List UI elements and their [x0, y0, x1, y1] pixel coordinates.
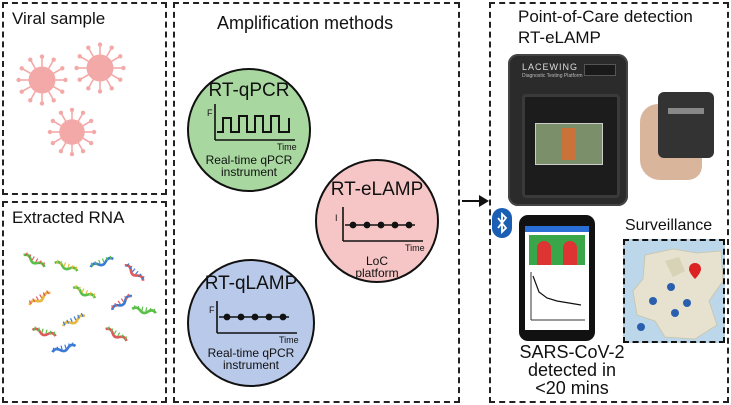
flow-arrow-icon — [462, 195, 489, 207]
rt-qpcr-caption-2: instrument — [220, 165, 278, 179]
map-marker-2 — [667, 283, 675, 291]
result-line-1: SARS-CoV-2 — [519, 342, 625, 362]
viral-sample-title: Viral sample — [12, 9, 106, 28]
rt-qpcr-yaxis-label: F — [207, 108, 213, 118]
point-of-care-subtitle: RT-eLAMP — [518, 28, 601, 47]
rt-elamp-caption-1: LoC — [365, 254, 388, 268]
virus-particles-illustration — [16, 42, 126, 157]
rt-qlamp-caption-2: instrument — [222, 358, 280, 372]
extracted-rna-panel: Extracted RNA — [2, 201, 167, 403]
rt-elamp-plot — [342, 207, 423, 242]
rt-qlamp-yaxis-label: F — [209, 305, 215, 315]
device-window — [522, 94, 620, 198]
rt-qpcr-caption-1: Real-time qPCR — [205, 153, 293, 167]
virus-icon — [16, 54, 68, 106]
rna-strand-icon — [105, 326, 128, 342]
rt-elamp-yaxis-label: I — [335, 213, 338, 223]
map-marker-5 — [637, 323, 645, 331]
rt-elamp-caption-2: platform — [355, 266, 399, 280]
rna-strand-icon — [72, 284, 97, 299]
point-of-care-title: Point-of-Care detection — [518, 7, 693, 26]
rt-qlamp-caption-1: Real-time qPCR — [207, 346, 295, 360]
device-cartridge — [535, 123, 603, 165]
result-line-2: detected in — [527, 360, 617, 380]
qpcr-cycle-signal — [217, 115, 290, 133]
rna-strand-icon — [131, 305, 157, 315]
amplification-methods-panel: Amplification methods RT-qPCR F Time Rea… — [173, 2, 460, 403]
rna-strand-icon — [23, 252, 46, 268]
rna-strand-icon — [124, 263, 145, 281]
device-slot — [584, 64, 616, 76]
rna-strand-icon — [51, 342, 77, 353]
rt-qlamp-plot — [216, 301, 297, 334]
rt-qpcr-circle: RT-qPCR F Time Real-time qPCR instrument — [187, 68, 311, 192]
rna-strands-illustration — [23, 252, 157, 353]
rt-qpcr-title: RT-qPCR — [208, 80, 290, 101]
map-marker-4 — [671, 309, 679, 317]
handheld-device-photo — [636, 86, 720, 180]
surveillance-title: Surveillance — [625, 217, 713, 234]
qlamp-signal-points — [223, 313, 287, 321]
rt-elamp-xaxis-label: Time — [405, 243, 425, 253]
rt-elamp-title: RT-eLAMP — [330, 179, 424, 200]
phone-heatmap — [529, 235, 585, 265]
rt-qlamp-circle: RT-qLAMP F Time Real-time qPCR instrumen… — [187, 259, 315, 387]
map-marker-3 — [683, 299, 691, 307]
extracted-rna-title: Extracted RNA — [12, 208, 125, 227]
device-brand-label: LACEWING — [522, 62, 579, 72]
smartphone — [519, 215, 595, 341]
bluetooth-icon — [492, 208, 512, 238]
lacewing-device: LACEWING Diagnostic Testing Platform — [508, 54, 628, 206]
result-line-3: <20 mins — [535, 378, 609, 398]
rt-elamp-circle: RT-eLAMP I Time LoC platform — [315, 159, 439, 283]
amplification-methods-title: Amplification methods — [217, 13, 394, 33]
rna-strand-icon — [61, 312, 86, 327]
map-pin-icon — [689, 263, 701, 279]
cartridge-chip — [562, 128, 576, 160]
map-marker-1 — [649, 297, 657, 305]
virus-icon — [47, 107, 97, 157]
phone-screen — [525, 226, 589, 330]
rt-qpcr-xaxis-label: Time — [277, 142, 297, 152]
virus-icon — [74, 42, 126, 94]
rna-strand-icon — [89, 255, 114, 268]
viral-sample-panel: Viral sample — [2, 2, 167, 195]
rt-qlamp-title: RT-qLAMP — [204, 273, 298, 294]
surveillance-map — [623, 239, 725, 343]
small-device — [658, 92, 714, 158]
device-brand-sublabel: Diagnostic Testing Platform — [522, 73, 583, 79]
rt-qlamp-xaxis-label: Time — [279, 335, 299, 345]
rna-strand-icon — [110, 293, 133, 311]
rna-strand-icon — [54, 259, 79, 272]
phone-signal-plot — [530, 272, 585, 321]
elamp-signal-points — [349, 221, 413, 229]
rna-strand-icon — [31, 326, 57, 337]
rt-qpcr-plot — [214, 104, 295, 141]
rna-strand-icon — [28, 290, 51, 306]
